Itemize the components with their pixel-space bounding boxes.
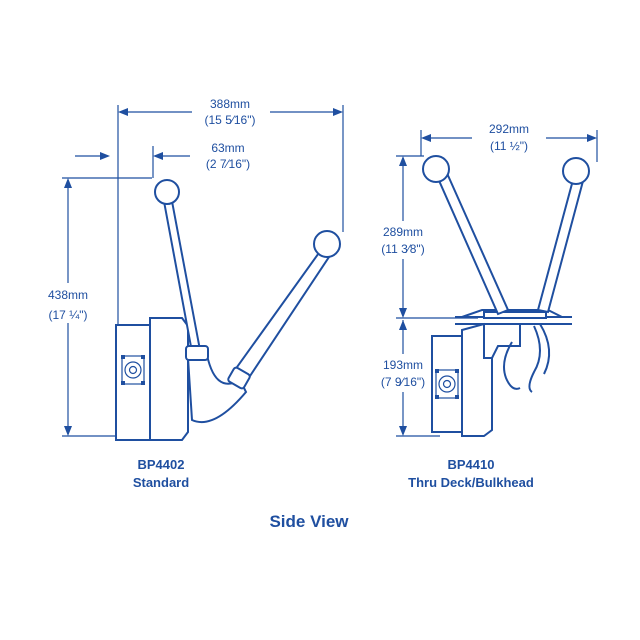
arrow-head: [421, 134, 431, 142]
arrow-head: [399, 156, 407, 166]
arrow-head: [399, 320, 407, 330]
view-title: Side View: [269, 512, 349, 531]
handle-pivot-cap: [185, 345, 209, 361]
port-bolt: [435, 369, 439, 373]
long-handle-shaft: [230, 248, 333, 384]
left-variant-label: Standard: [133, 475, 189, 490]
right-pump-port-inner: [442, 379, 452, 389]
left-model-label: BP4402: [138, 457, 185, 472]
right-upper-in: (11 3⁄8"): [381, 242, 424, 256]
left-width-in: (15 5⁄16"): [205, 113, 256, 127]
handle-socket: [227, 366, 251, 390]
left-hook: [503, 341, 521, 390]
port-bolt: [435, 395, 439, 399]
long-handle-knob: [313, 230, 341, 258]
pump-housing: [149, 317, 189, 441]
port-bolt: [121, 381, 125, 385]
port-bolt: [455, 395, 459, 399]
linkage-bracket: [483, 323, 521, 359]
right-pump-drawing: [422, 155, 590, 437]
right-hook-outer: [539, 323, 551, 375]
left-height-mm: 438mm: [48, 288, 88, 302]
port-bolt: [141, 381, 145, 385]
right-dimensions: 292mm (11 ½") 289mm (11 3⁄8") 193mm (7 9…: [366, 120, 598, 437]
arrow-head: [587, 134, 597, 142]
label-knockout: [366, 354, 440, 392]
arrow-head: [100, 152, 110, 160]
pump-port: [124, 361, 142, 379]
right-hook: [528, 325, 541, 393]
right-right-handle-shaft: [536, 178, 585, 314]
arrow-head: [118, 108, 128, 116]
pump-port-frame: [121, 355, 145, 385]
left-dimensions: 388mm (15 5⁄16") 63mm (2 7⁄16") 438mm (1…: [36, 94, 344, 437]
label-knockout: [192, 94, 270, 130]
arrow-head: [153, 152, 163, 160]
right-lower-mm: 193mm: [383, 358, 423, 372]
pump-port-inner: [128, 365, 138, 375]
left-width-mm: 388mm: [210, 97, 250, 111]
short-handle-knob: [154, 179, 180, 205]
right-right-handle-knob: [562, 157, 590, 185]
label-knockout: [36, 283, 100, 323]
left-height-in: (17 ¼"): [49, 308, 88, 322]
label-knockout: [370, 221, 436, 259]
port-bolt: [121, 355, 125, 359]
arrow-head: [399, 308, 407, 318]
left-pump-drawing: [115, 179, 341, 441]
right-left-handle-shaft: [435, 169, 510, 316]
deck-flange-top: [483, 311, 547, 319]
right-width-in: (11 ½"): [490, 139, 528, 153]
port-bolt: [455, 369, 459, 373]
arrow-head: [333, 108, 343, 116]
label-knockout: [472, 120, 546, 156]
right-model-label: BP4410: [448, 457, 495, 472]
left-offset-mm: 63mm: [211, 141, 244, 155]
right-lower-in: (7 9⁄16"): [381, 375, 425, 389]
left-offset-in: (2 7⁄16"): [206, 157, 250, 171]
right-variant-label: Thru Deck/Bulkhead: [408, 475, 534, 490]
port-bolt: [141, 355, 145, 359]
arrow-head: [399, 426, 407, 436]
right-left-handle-knob: [422, 155, 450, 183]
right-pump-port-frame: [435, 369, 459, 399]
arrow-head: [64, 178, 72, 188]
right-width-mm: 292mm: [489, 122, 529, 136]
right-upper-mm: 289mm: [383, 225, 423, 239]
arrow-head: [64, 426, 72, 436]
right-pump-port: [438, 375, 456, 393]
